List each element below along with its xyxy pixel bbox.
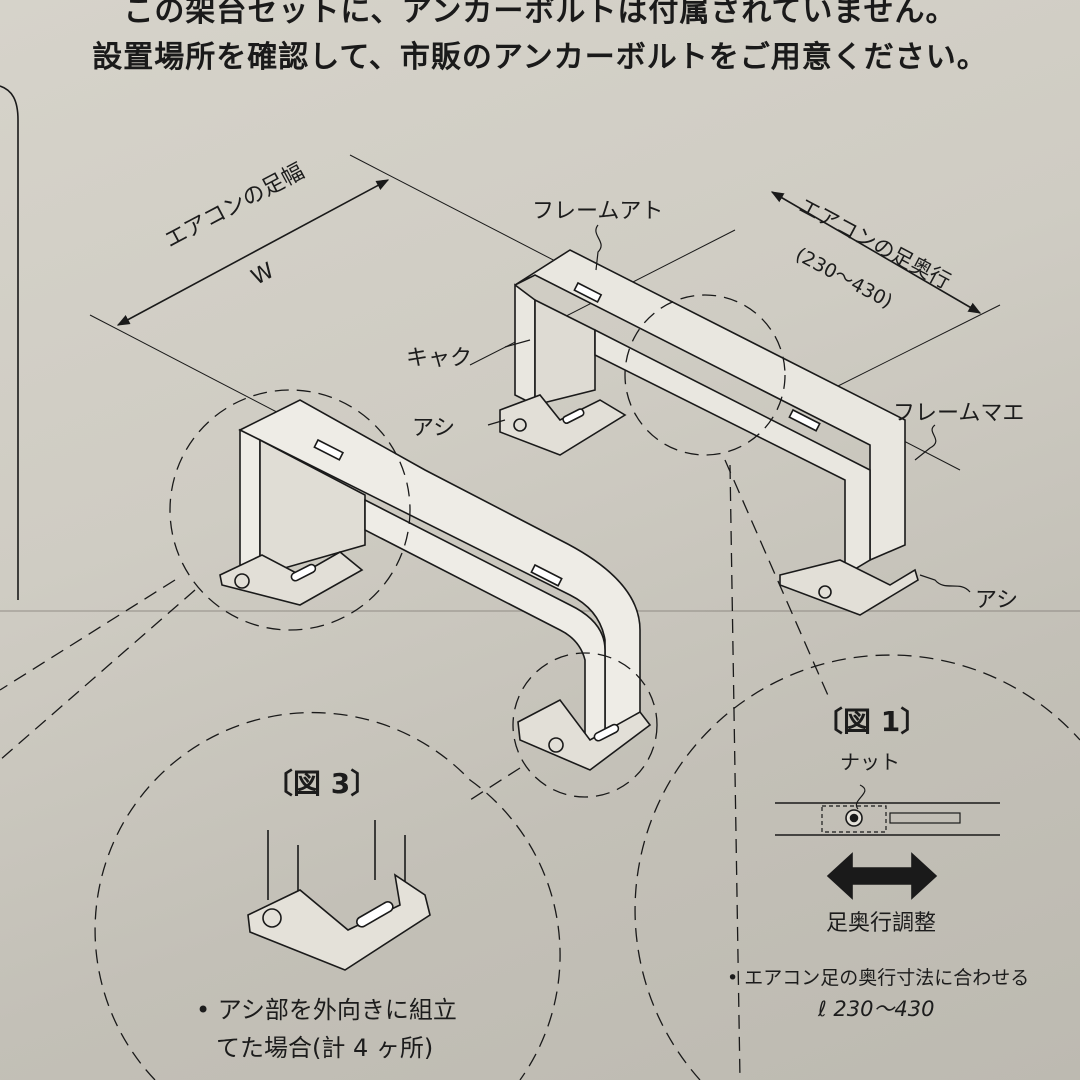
- leader-foot-right: [919, 574, 971, 593]
- nut-label: ナット: [840, 750, 900, 774]
- adjust-label: 足奥行調整: [826, 911, 937, 936]
- callout-line-b: [0, 589, 196, 761]
- figure3-note-2: てた場合(計 4 ヶ所): [216, 1034, 434, 1062]
- adjust-double-arrow: [826, 852, 938, 900]
- figure3-circle: [94, 711, 561, 1080]
- foot-left-label: アシ: [412, 416, 456, 441]
- detail-circle-joint: [624, 294, 786, 456]
- front-left-foot: [219, 551, 364, 606]
- leader-frame-rear: [595, 224, 602, 271]
- leader-leg-bracket: [504, 339, 531, 348]
- frame-rear-label: フレームアト: [532, 199, 664, 224]
- header-line-2: 設置場所を確認して、市販のアンカーボルトをご用意ください。: [92, 40, 988, 75]
- figure1-drawing: [775, 784, 1000, 836]
- leg-bracket-label: キャク: [406, 346, 473, 371]
- leader-foot-left: [487, 419, 506, 426]
- figure1-circle: [634, 654, 1080, 1080]
- figure1-note-1: • エアコン足の奥行寸法に合わせる: [727, 967, 1030, 989]
- depth-dimension-arrow: [770, 191, 982, 314]
- foot-right-label: アシ: [975, 588, 1019, 613]
- callout-line-fig1-a: [729, 464, 741, 1080]
- front-frame: [238, 399, 641, 757]
- header-line-1: この架台セットに、アンカーボルトは付属されていません。: [123, 0, 957, 29]
- rear-right-foot: [779, 559, 919, 616]
- figure1-note-2: ℓ 230〜430: [818, 997, 935, 1021]
- detail-circle-front-left: [169, 389, 411, 631]
- width-dimension-arrow: [116, 179, 390, 326]
- leader-frame-front: [914, 424, 937, 461]
- frame-front-label: フレームマエ: [893, 401, 1025, 426]
- rear-left-foot: [499, 394, 627, 456]
- figure3-title: 〔図 3〕: [265, 767, 379, 800]
- callout-line-fig3: [469, 767, 521, 801]
- detail-circle-front-right: [512, 652, 658, 798]
- callout-line-a: [0, 579, 176, 691]
- front-right-foot: [517, 698, 652, 771]
- page-border-left: [0, 85, 19, 600]
- figure1-title: 〔図 1〕: [815, 705, 929, 738]
- figure3-note-1: • アシ部を外向きに組立: [196, 996, 457, 1024]
- depth-extension-line-2: [819, 304, 1001, 396]
- figure3-drawing: [247, 820, 431, 971]
